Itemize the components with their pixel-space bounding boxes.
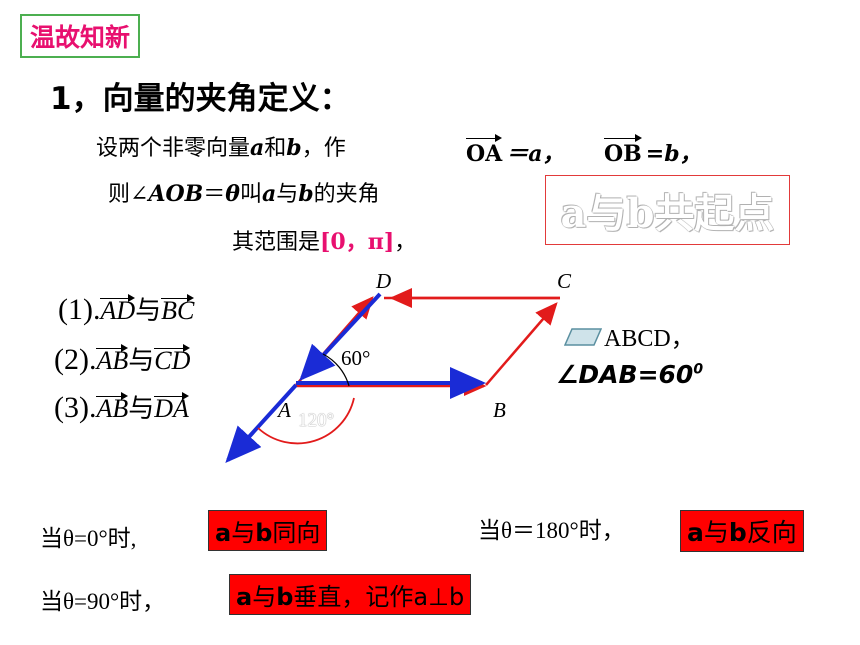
result-text: 同向 (272, 519, 321, 547)
vector-da: DA (154, 392, 189, 423)
case-2-condition: 当θ=90°时， (40, 589, 166, 614)
definition-line-2: 则∠AOB＝θ叫a与b的夹角 (108, 176, 380, 208)
vector-ab: AB (96, 392, 129, 423)
label-a: A (278, 398, 291, 422)
section-tag: 温故知新 (20, 14, 141, 58)
var-a: a (261, 181, 277, 207)
vector-bc-line (485, 302, 558, 386)
var-b: b (255, 519, 273, 547)
eq-a: ＝a， (506, 141, 565, 167)
angle-aob: AOB (148, 181, 204, 207)
case-1-condition: 当θ＝180°时， (478, 518, 625, 543)
label-d: D (376, 269, 392, 293)
case-1-result: a与b反向 (680, 510, 804, 552)
angle-range: [0，π] (320, 229, 395, 255)
theta: θ (225, 181, 240, 207)
def-text: 的夹角 (313, 182, 380, 207)
pair-number: (3). (54, 391, 97, 424)
pair-1: (1).AD与BC (58, 290, 195, 327)
vector-oa-eq: OA＝a， (466, 134, 565, 168)
def-text: 和 (264, 136, 287, 161)
angle-120-arc (257, 397, 355, 445)
result-text: 与 (231, 519, 256, 547)
label-c: C (557, 269, 572, 293)
case-0-condition: 当θ=0°时, (40, 526, 137, 551)
definition-line-3: 其范围是[0，π]， (232, 224, 416, 256)
def-text: 其范围是 (232, 230, 321, 255)
def-text: ＝ (203, 182, 226, 207)
result-text: 反向 (746, 518, 797, 547)
result-text: 与 (703, 518, 729, 547)
shape-name: ABCD， (604, 326, 695, 352)
pair-number: (1). (58, 293, 101, 326)
common-origin-note: a与b共起点 (545, 175, 790, 245)
heading: 1，向量的夹角定义： (50, 81, 351, 117)
pair-conn: 与 (135, 296, 162, 325)
def-text: 叫 (239, 182, 262, 207)
var-b: b (728, 518, 747, 547)
pair-3: (3).AB与DA (54, 388, 189, 425)
vector-ob: OB (604, 134, 642, 167)
angle-60-arc (322, 353, 350, 387)
angle-120-label: 120° (298, 410, 335, 431)
pair-2: (2).AB与CD (54, 340, 191, 377)
case-2-result: a与b垂直，记作a⊥b (229, 574, 472, 615)
result-text: 与 (252, 583, 277, 611)
vector-da-blue-line (225, 383, 298, 463)
def-text: ，作 (301, 136, 346, 161)
pair-number: (2). (54, 343, 97, 376)
def-text: ， (394, 230, 417, 255)
definition-line-1: 设两个非零向量a和b，作 (96, 130, 346, 162)
pair-conn: 与 (128, 346, 155, 375)
vector-ad: AD (100, 294, 136, 325)
vector-cd: CD (154, 344, 191, 375)
parallelogram-icon (564, 328, 602, 346)
result-text: 垂直，记作a⊥b (293, 583, 465, 611)
var-b: b (298, 181, 314, 207)
angle-60-label: 60° (341, 346, 371, 370)
pair-conn: 与 (128, 394, 155, 423)
vector-cd-blue-line (299, 292, 382, 381)
vector-oa: OA (466, 134, 503, 167)
def-text: 设两个非零向量 (96, 136, 251, 161)
vector-ob-eq: OB=b， (604, 134, 702, 168)
angle-dab-sup: 0 (693, 361, 704, 378)
label-b: B (493, 398, 506, 422)
eq-b: =b， (645, 141, 702, 167)
case-0-result: a与b同向 (208, 510, 328, 551)
def-text: 则∠ (108, 182, 149, 207)
var-a: a (687, 518, 704, 547)
var-a: a (215, 519, 232, 547)
var-b: b (286, 135, 302, 161)
var-a: a (236, 583, 253, 611)
vector-bc: BC (161, 294, 195, 325)
vector-ab: AB (96, 344, 129, 375)
def-text: 与 (276, 182, 299, 207)
var-a: a (250, 135, 265, 161)
var-b: b (276, 583, 294, 611)
angle-dab: ∠DAB=600 (556, 360, 703, 389)
angle-dab-text: ∠DAB=60 (556, 360, 694, 389)
